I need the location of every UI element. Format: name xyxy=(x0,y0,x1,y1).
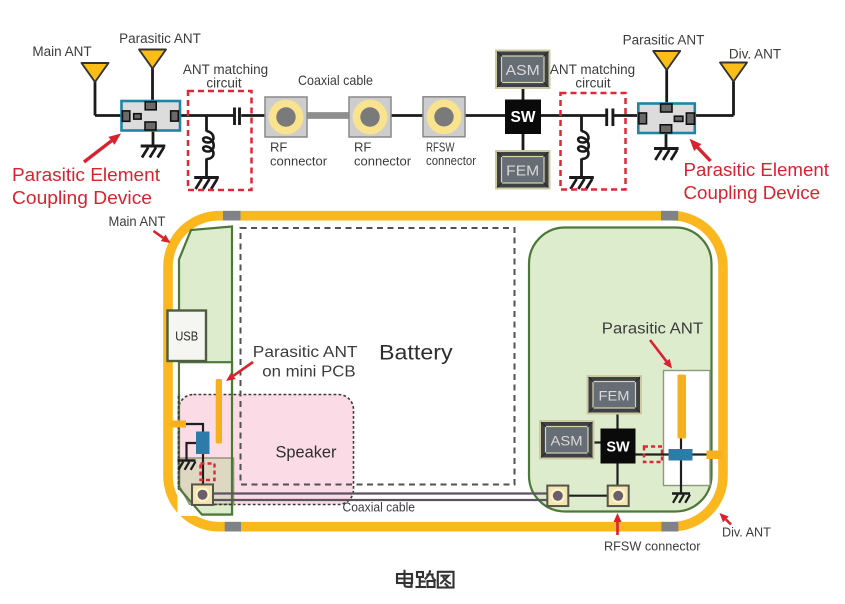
svg-text:connector: connector xyxy=(354,154,412,169)
svg-text:RF: RF xyxy=(270,140,287,155)
svg-text:Parasitic ANT: Parasitic ANT xyxy=(602,321,704,338)
svg-text:circuit: circuit xyxy=(206,76,242,91)
svg-text:Main ANT: Main ANT xyxy=(109,214,166,229)
svg-text:connector: connector xyxy=(270,154,328,169)
svg-text:ANT matching: ANT matching xyxy=(550,62,635,77)
svg-text:Coaxial cable: Coaxial cable xyxy=(343,500,416,515)
svg-text:ASM: ASM xyxy=(551,433,583,449)
svg-text:ASM: ASM xyxy=(506,62,540,79)
svg-text:Main ANT: Main ANT xyxy=(32,44,91,59)
svg-text:connector: connector xyxy=(426,154,476,168)
svg-text:ANT matching: ANT matching xyxy=(183,62,268,77)
svg-text:Parasitic Element: Parasitic Element xyxy=(12,165,160,185)
svg-text:Coaxial cable: Coaxial cable xyxy=(298,72,373,88)
svg-text:FEM: FEM xyxy=(506,163,539,180)
svg-text:Div. ANT: Div. ANT xyxy=(722,526,771,540)
svg-text:Parasitic Element: Parasitic Element xyxy=(684,160,830,180)
svg-text:Coupling Device: Coupling Device xyxy=(12,188,152,208)
svg-text:circuit: circuit xyxy=(575,76,611,91)
svg-text:on mini PCB: on mini PCB xyxy=(262,364,355,381)
svg-text:Battery: Battery xyxy=(379,342,453,365)
svg-text:SW: SW xyxy=(606,440,630,456)
svg-text:SW: SW xyxy=(511,109,536,126)
svg-text:Parasitic ANT: Parasitic ANT xyxy=(119,31,201,46)
svg-text:Coupling Device: Coupling Device xyxy=(684,183,821,203)
svg-text:Speaker: Speaker xyxy=(276,443,337,462)
svg-text:Div. ANT: Div. ANT xyxy=(729,47,781,62)
svg-text:USB: USB xyxy=(175,330,198,344)
svg-text:RFSW connector: RFSW connector xyxy=(604,540,701,554)
svg-text:Parasitic ANT: Parasitic ANT xyxy=(253,344,358,361)
svg-text:Parasitic ANT: Parasitic ANT xyxy=(623,33,705,48)
svg-text:FEM: FEM xyxy=(599,388,630,404)
svg-text:RFSW: RFSW xyxy=(426,141,455,155)
svg-text:RF: RF xyxy=(354,140,371,155)
